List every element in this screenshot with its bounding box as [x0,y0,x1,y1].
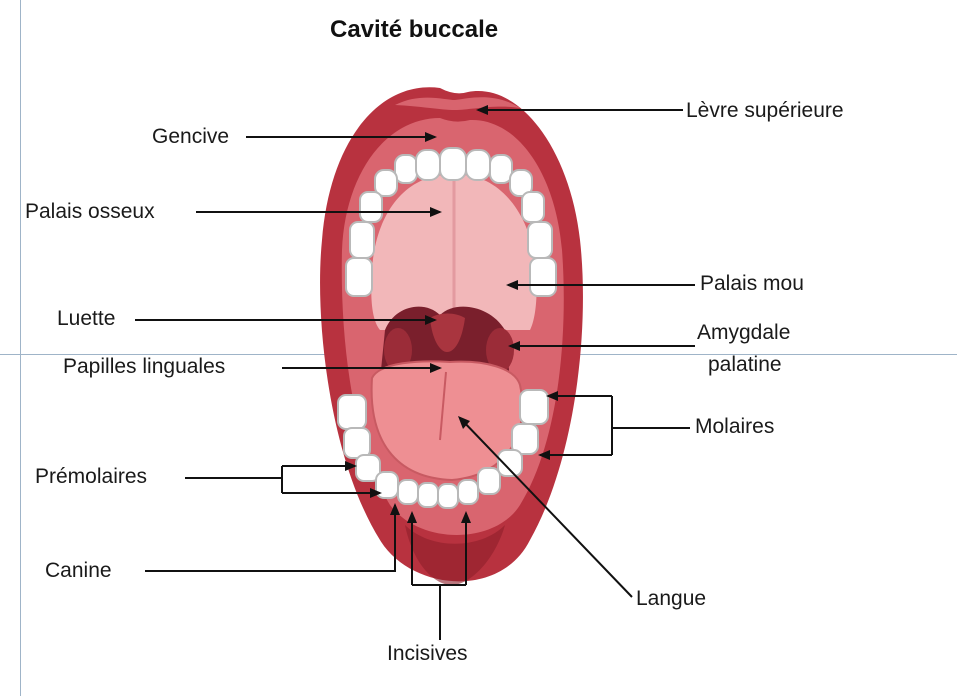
label-premolaires: Prémolaires [35,466,147,487]
label-papilles-linguales: Papilles linguales [63,356,225,377]
label-gencive: Gencive [152,126,229,147]
label-luette: Luette [57,308,115,329]
label-incisives: Incisives [387,643,468,664]
leader-canine [145,505,395,571]
label-amygdale-line2: palatine [708,354,782,375]
label-amygdale-line1: Amygdale [697,322,790,343]
diagram-title: Cavité buccale [330,16,498,44]
label-canine: Canine [45,560,112,581]
label-molaires: Molaires [695,416,774,437]
label-palais-osseux: Palais osseux [25,201,155,222]
label-palais-mou: Palais mou [700,273,804,294]
label-langue: Langue [636,588,706,609]
label-levre-superieure: Lèvre supérieure [686,100,844,121]
